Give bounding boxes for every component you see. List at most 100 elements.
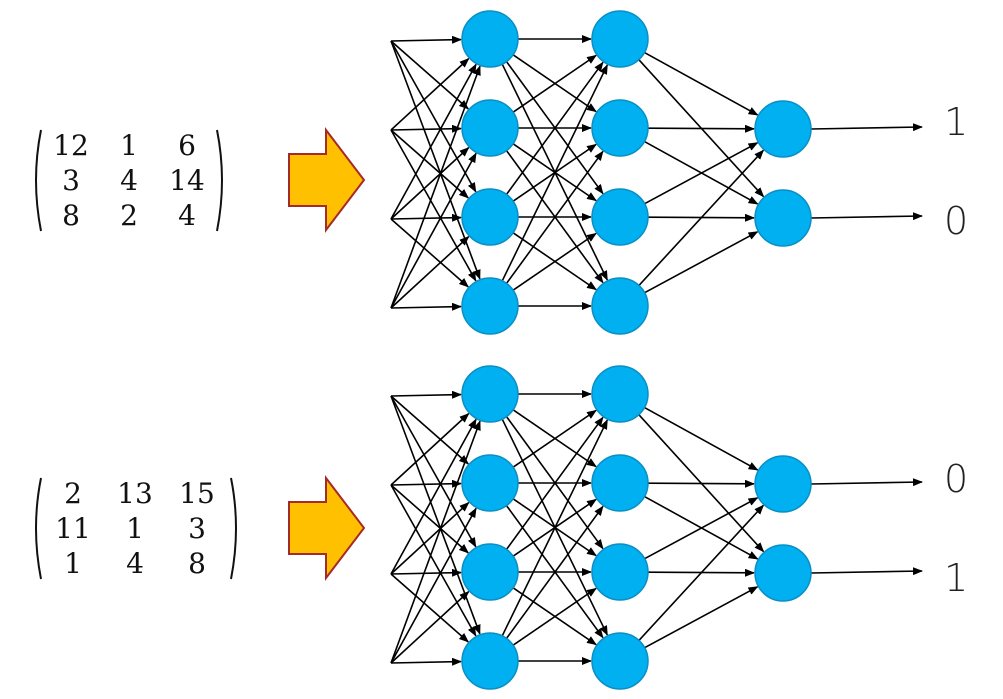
- neuron-node: [591, 188, 649, 246]
- connection-arrow: [810, 567, 923, 576]
- connection-arrow: [390, 590, 470, 664]
- connection-arrow: [390, 146, 470, 220]
- right-paren-icon: [230, 477, 237, 580]
- neuron-node: [754, 189, 812, 247]
- connection-arrow: [390, 124, 463, 133]
- matrix-cell: 3: [62, 164, 80, 197]
- left-paren-icon: [35, 477, 42, 580]
- connection-arrow: [644, 586, 759, 649]
- neuron-node: [591, 632, 649, 690]
- connection-arrow: [390, 507, 477, 664]
- connection-arrow: [390, 395, 481, 635]
- connection-arrow: [390, 395, 477, 548]
- connection-arrow: [390, 412, 470, 486]
- connection-arrow: [390, 63, 477, 220]
- connection-arrow: [390, 35, 463, 44]
- matrix-cell: 1: [64, 547, 82, 580]
- connection-arrow: [644, 51, 759, 116]
- matrix-cell: 1: [126, 512, 144, 545]
- connection-arrow: [390, 501, 470, 575]
- connection-arrow: [810, 212, 923, 221]
- matrix-cell: 6: [178, 129, 196, 162]
- connection-arrow: [390, 129, 477, 282]
- matrix-cell: 8: [188, 547, 206, 580]
- matrix-values: 2 13 15 11 1 3 1 4 8: [42, 476, 228, 581]
- connection-arrow: [390, 418, 477, 575]
- matrix-cell: 3: [188, 512, 206, 545]
- neuron-node: [461, 365, 519, 423]
- connection-arrow: [390, 40, 481, 280]
- neuron-node: [461, 454, 519, 512]
- connection-arrow: [390, 479, 463, 488]
- matrix-values: 12 1 6 3 4 14 8 2 4: [42, 128, 216, 233]
- connection-arrow: [512, 54, 597, 113]
- neuron-node: [461, 188, 519, 246]
- matrix-cell: 4: [126, 547, 144, 580]
- connection-arrow: [390, 395, 469, 465]
- connection-arrow: [644, 497, 759, 560]
- neuron-node: [591, 365, 649, 423]
- connection-arrow: [390, 420, 481, 664]
- neuron-node: [754, 100, 812, 158]
- connection-arrow: [512, 232, 597, 291]
- neuron-node: [461, 10, 519, 68]
- neuron-node: [591, 99, 649, 157]
- connection-arrow: [647, 479, 756, 488]
- neuron-node: [754, 544, 812, 602]
- connection-arrow: [390, 390, 463, 399]
- output-label-top-2: 0: [944, 199, 969, 243]
- connection-arrow: [390, 484, 477, 637]
- connection-arrow: [390, 484, 469, 554]
- connection-arrow: [390, 40, 469, 110]
- neuron-node: [591, 10, 649, 68]
- input-matrix-top: 12 1 6 3 4 14 8 2 4: [30, 128, 223, 233]
- neuron-layer: [461, 10, 812, 690]
- matrix-cell: 4: [178, 199, 196, 232]
- output-label-bottom-2: 1: [944, 556, 969, 600]
- connection-arrow: [501, 419, 609, 637]
- connection-arrow: [390, 568, 463, 577]
- neuron-node: [461, 632, 519, 690]
- matrix-cell: 4: [120, 164, 138, 197]
- connection-arrow: [505, 150, 604, 284]
- right-paren-icon: [216, 129, 223, 232]
- matrix-cell: 2: [64, 477, 82, 510]
- connection-arrow: [390, 40, 477, 193]
- matrix-cell: 13: [117, 477, 153, 510]
- connection-arrow: [390, 573, 469, 643]
- connection-arrow: [638, 504, 765, 641]
- connection-arrow: [505, 416, 604, 550]
- neuron-node: [591, 543, 649, 601]
- connection-arrow: [512, 409, 597, 468]
- connection-arrow: [390, 65, 481, 309]
- block-arrow-right-icon: [288, 127, 366, 233]
- connection-arrow: [390, 57, 470, 131]
- neuron-node: [591, 454, 649, 512]
- neuron-node: [461, 277, 519, 335]
- neuron-node: [754, 455, 812, 513]
- neuron-node: [591, 277, 649, 335]
- input-matrix-bottom: 2 13 15 11 1 3 1 4 8: [30, 476, 237, 581]
- connection-arrow: [512, 587, 597, 646]
- left-paren-icon: [35, 129, 42, 232]
- matrix-cell: 2: [120, 199, 138, 232]
- output-label-top-1: 1: [944, 100, 969, 144]
- connection-arrow: [644, 142, 759, 205]
- connection-arrow: [644, 231, 759, 294]
- connection-arrow: [810, 123, 923, 132]
- connection-arrow: [390, 302, 463, 311]
- neuron-node: [461, 99, 519, 157]
- neuron-node: [461, 543, 519, 601]
- connection-arrow: [390, 213, 463, 222]
- matrix-cell: 11: [55, 512, 91, 545]
- output-label-bottom-1: 0: [944, 457, 969, 501]
- matrix-cell: 15: [179, 477, 215, 510]
- connection-arrow: [390, 657, 463, 666]
- edge-layer: [390, 35, 923, 666]
- matrix-cell: 12: [53, 129, 89, 162]
- connection-arrow: [390, 235, 470, 309]
- transform-arrow-layer: [288, 127, 366, 581]
- connection-arrow: [505, 61, 604, 195]
- connection-arrow: [390, 129, 469, 199]
